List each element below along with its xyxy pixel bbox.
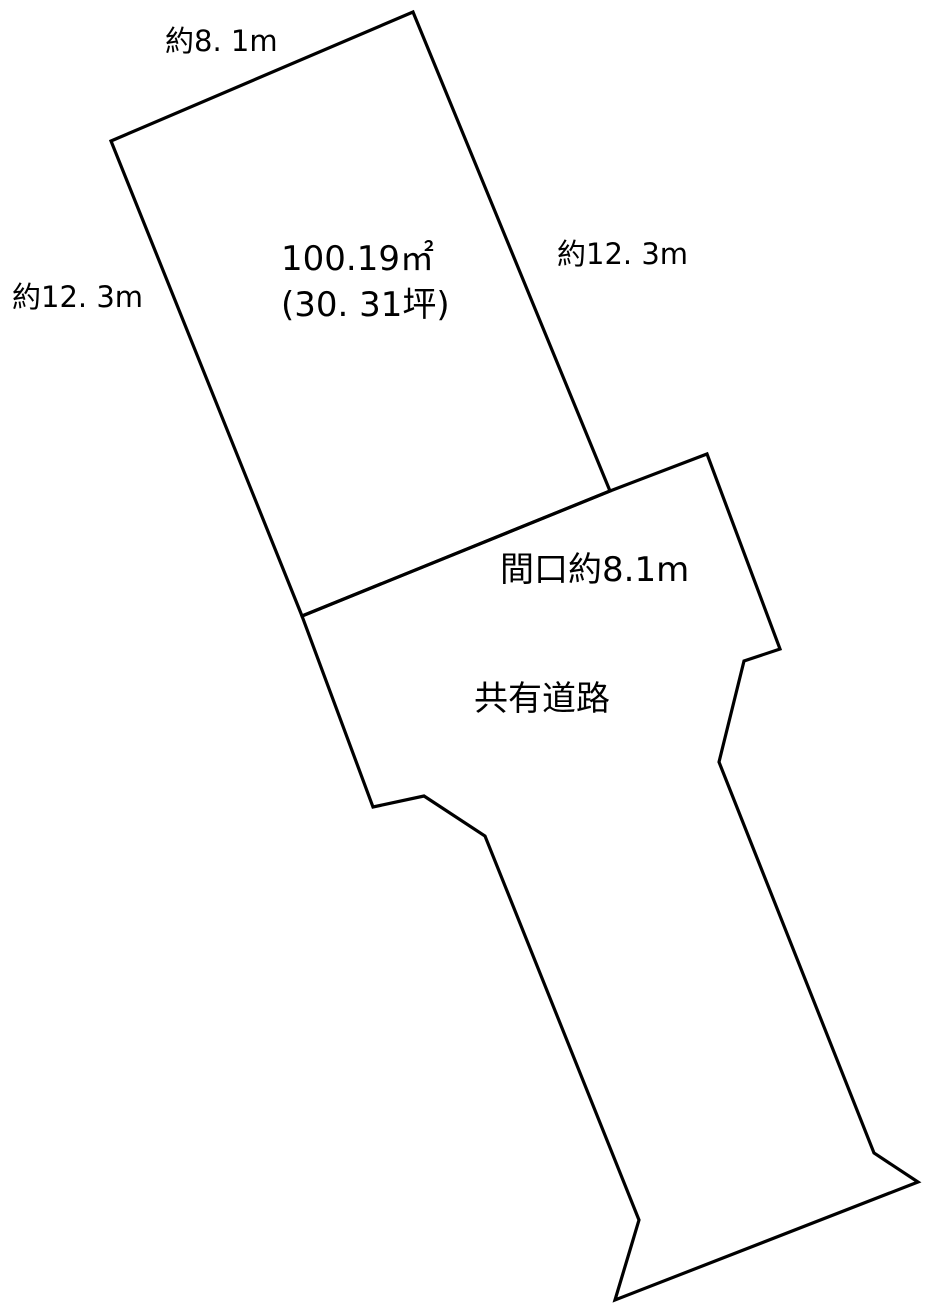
shared-road-label: 共有道路 [474, 679, 610, 719]
right-depth-dimension: 約12. 3m [557, 237, 689, 271]
shared-road-boundary [299, 451, 922, 1303]
left-depth-dimension: 約12. 3m [12, 280, 144, 314]
lot-area-sqm: 100.19㎡ [281, 239, 434, 279]
frontage-dimension: 間口約8.1m [500, 550, 690, 590]
top-width-dimension: 約8. 1m [165, 24, 278, 58]
lot-area-tsubo: (30. 31坪) [281, 285, 450, 325]
